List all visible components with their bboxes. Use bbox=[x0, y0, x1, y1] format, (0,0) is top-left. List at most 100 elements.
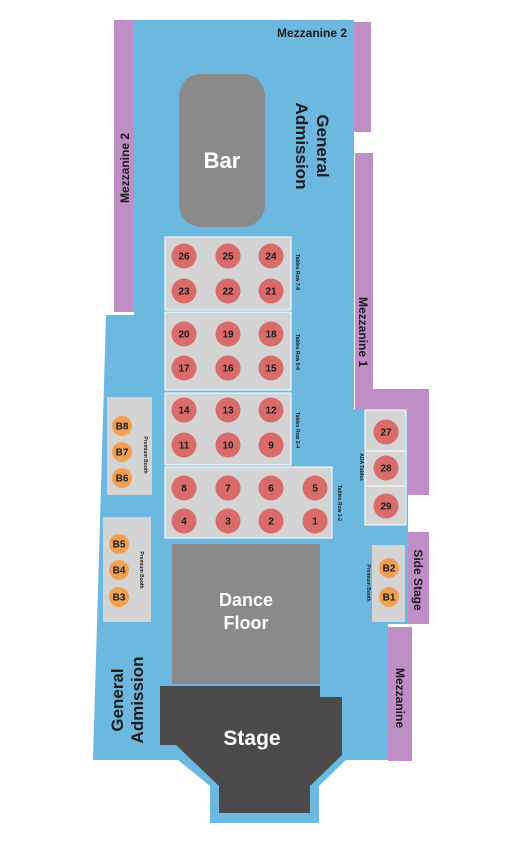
table-seat[interactable]: 14 bbox=[171, 397, 197, 423]
table-seat[interactable]: 21 bbox=[258, 278, 284, 304]
stage-area[interactable] bbox=[160, 686, 342, 813]
table-seat-circle[interactable] bbox=[302, 508, 328, 534]
table-seat[interactable]: 4 bbox=[171, 508, 197, 534]
table-seat-circle[interactable] bbox=[215, 278, 241, 304]
table-seat-circle[interactable] bbox=[171, 355, 197, 381]
dance-floor-area[interactable] bbox=[172, 544, 320, 684]
booth-seat-circle[interactable] bbox=[379, 558, 399, 578]
table-seat-circle[interactable] bbox=[171, 397, 197, 423]
table-seat[interactable]: 10 bbox=[215, 432, 241, 458]
table-seat[interactable]: 5 bbox=[302, 475, 328, 501]
table-seat[interactable]: 19 bbox=[215, 321, 241, 347]
mezzanine-2-top-right-strip[interactable] bbox=[354, 42, 371, 132]
table-seat-number: 18 bbox=[265, 330, 277, 341]
table-seat[interactable]: 20 bbox=[171, 321, 197, 347]
mezzanine-bottom-right-section[interactable] bbox=[388, 627, 412, 761]
table-seat-circle[interactable] bbox=[215, 432, 241, 458]
table-seat-number: 5 bbox=[312, 484, 318, 495]
table-seat-circle[interactable] bbox=[215, 397, 241, 423]
table-seat-number: 25 bbox=[222, 252, 234, 263]
table-seat[interactable]: 15 bbox=[258, 355, 284, 381]
table-seat[interactable]: 7 bbox=[215, 475, 241, 501]
side-stage-section[interactable] bbox=[408, 532, 429, 624]
ada-table-seat-number: 27 bbox=[380, 428, 392, 439]
ada-table-seat-circle[interactable] bbox=[373, 455, 399, 481]
booth-seat-number: B1 bbox=[383, 593, 396, 604]
table-seat-circle[interactable] bbox=[171, 432, 197, 458]
table-seat[interactable]: 23 bbox=[171, 278, 197, 304]
booth-seat-circle[interactable] bbox=[109, 560, 129, 580]
table-seat-circle[interactable] bbox=[258, 475, 284, 501]
dance-floor-label-line2: Floor bbox=[224, 613, 269, 633]
table-seat-number: 6 bbox=[268, 484, 274, 495]
table-seat[interactable]: 26 bbox=[171, 243, 197, 269]
table-seat-circle[interactable] bbox=[215, 243, 241, 269]
table-seat-circle[interactable] bbox=[171, 243, 197, 269]
table-seat-circle[interactable] bbox=[258, 397, 284, 423]
table-seat[interactable]: 13 bbox=[215, 397, 241, 423]
booth-seat-circle[interactable] bbox=[112, 468, 132, 488]
table-seat-circle[interactable] bbox=[258, 432, 284, 458]
ada-table-seat[interactable]: 27 bbox=[373, 419, 399, 445]
table-seat[interactable]: 3 bbox=[215, 508, 241, 534]
booth-seat[interactable]: B7 bbox=[112, 442, 132, 462]
table-seat[interactable]: 9 bbox=[258, 432, 284, 458]
booth-seat-circle[interactable] bbox=[109, 534, 129, 554]
ada-table-seat-circle[interactable] bbox=[373, 493, 399, 519]
table-seat[interactable]: 24 bbox=[258, 243, 284, 269]
booth-seat[interactable]: B3 bbox=[109, 587, 129, 607]
table-seat[interactable]: 11 bbox=[171, 432, 197, 458]
table-seat[interactable]: 6 bbox=[258, 475, 284, 501]
ada-table-seat-circle[interactable] bbox=[373, 419, 399, 445]
table-seat[interactable]: 2 bbox=[258, 508, 284, 534]
table-seat-circle[interactable] bbox=[302, 475, 328, 501]
booth-seat-circle[interactable] bbox=[109, 587, 129, 607]
table-seat-circle[interactable] bbox=[215, 508, 241, 534]
booth-seat[interactable]: B8 bbox=[112, 416, 132, 436]
booth-seat[interactable]: B1 bbox=[379, 587, 399, 607]
table-seat[interactable]: 16 bbox=[215, 355, 241, 381]
mezzanine-2-top-label: Mezzanine 2 bbox=[277, 26, 347, 40]
table-seat-circle[interactable] bbox=[171, 321, 197, 347]
table-seat-circle[interactable] bbox=[258, 278, 284, 304]
table-seat[interactable]: 8 bbox=[171, 475, 197, 501]
table-seat[interactable]: 18 bbox=[258, 321, 284, 347]
table-seat[interactable]: 12 bbox=[258, 397, 284, 423]
table-seat-circle[interactable] bbox=[258, 243, 284, 269]
mezzanine-bottom-label: Mezzanine bbox=[393, 668, 407, 728]
svg-text:Admission: Admission bbox=[128, 657, 147, 744]
booth-seat[interactable]: B6 bbox=[112, 468, 132, 488]
table-seat-circle[interactable] bbox=[171, 508, 197, 534]
table-seat[interactable]: 25 bbox=[215, 243, 241, 269]
booth-seat-circle[interactable] bbox=[112, 416, 132, 436]
table-seat-circle[interactable] bbox=[258, 321, 284, 347]
ada-table-seat[interactable]: 29 bbox=[373, 493, 399, 519]
booth-seat-circle[interactable] bbox=[379, 587, 399, 607]
table-seat-number: 17 bbox=[178, 364, 190, 375]
table-seat[interactable]: 17 bbox=[171, 355, 197, 381]
ada-table-seat[interactable]: 28 bbox=[373, 455, 399, 481]
table-seat-number: 3 bbox=[225, 517, 231, 528]
booth-seat-number: B7 bbox=[116, 448, 129, 459]
booth-seat[interactable]: B5 bbox=[109, 534, 129, 554]
table-seat-circle[interactable] bbox=[215, 355, 241, 381]
booth-seat-circle[interactable] bbox=[112, 442, 132, 462]
table-seat[interactable]: 1 bbox=[302, 508, 328, 534]
booth-seat[interactable]: B2 bbox=[379, 558, 399, 578]
table-seat[interactable]: 22 bbox=[215, 278, 241, 304]
mezzanine-2-left-section[interactable] bbox=[114, 20, 134, 312]
booth-seat[interactable]: B4 bbox=[109, 560, 129, 580]
table-seat-circle[interactable] bbox=[171, 475, 197, 501]
tables-row-1-2-label: Tables Row 1-2 bbox=[336, 485, 342, 521]
table-seat-circle[interactable] bbox=[215, 475, 241, 501]
table-seat-circle[interactable] bbox=[258, 508, 284, 534]
table-seat-number: 9 bbox=[268, 441, 274, 452]
dance-floor-label-line1: Dance bbox=[219, 590, 273, 610]
bar-area[interactable] bbox=[179, 74, 265, 227]
svg-text:General: General bbox=[108, 668, 127, 731]
table-seat-circle[interactable] bbox=[215, 321, 241, 347]
mezzanine-1-section[interactable] bbox=[355, 153, 429, 495]
table-seat-circle[interactable] bbox=[171, 278, 197, 304]
table-seat-circle[interactable] bbox=[258, 355, 284, 381]
